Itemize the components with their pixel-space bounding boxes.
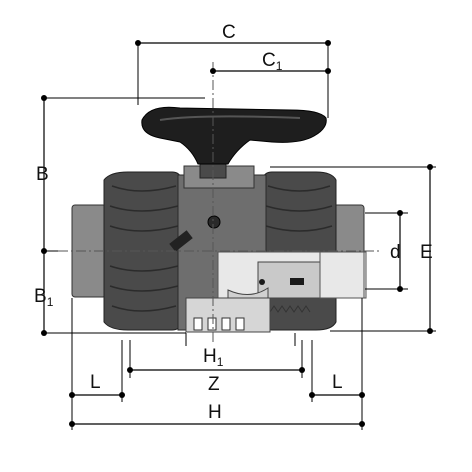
dimension-B: B bbox=[36, 95, 205, 254]
handle-icon bbox=[141, 106, 327, 165]
label-C: C bbox=[222, 22, 236, 43]
dimension-E: E bbox=[270, 164, 436, 334]
cutaway-section bbox=[185, 251, 367, 333]
body-lever bbox=[169, 230, 193, 252]
label-E: E bbox=[420, 242, 433, 263]
ball-valve-drawing bbox=[71, 106, 367, 333]
label-B1: B1 bbox=[34, 286, 54, 309]
right-nut-ribs bbox=[265, 185, 333, 232]
label-H1: H1 bbox=[203, 346, 224, 369]
label-H: H bbox=[208, 402, 222, 423]
dimension-L-right: L bbox=[309, 298, 365, 430]
handle-highlight bbox=[159, 115, 301, 121]
label-Z: Z bbox=[208, 374, 220, 395]
dimension-H: H bbox=[69, 402, 365, 427]
label-L-left: L bbox=[90, 372, 101, 393]
dimension-L-left: L bbox=[69, 298, 125, 430]
label-L-right: L bbox=[332, 372, 343, 393]
label-d: d bbox=[390, 242, 401, 263]
body-indicator bbox=[207, 215, 221, 229]
dimension-Z: Z bbox=[127, 340, 305, 395]
label-B: B bbox=[36, 164, 49, 185]
dimension-C1: C1 bbox=[210, 50, 331, 74]
dimension-C: C bbox=[135, 22, 331, 118]
label-C1: C1 bbox=[262, 50, 283, 73]
dimension-d: d bbox=[365, 210, 408, 292]
left-nut-ribs bbox=[109, 185, 179, 312]
dimension-H1: H1 bbox=[185, 333, 296, 369]
dimension-B1: B1 bbox=[34, 251, 186, 336]
